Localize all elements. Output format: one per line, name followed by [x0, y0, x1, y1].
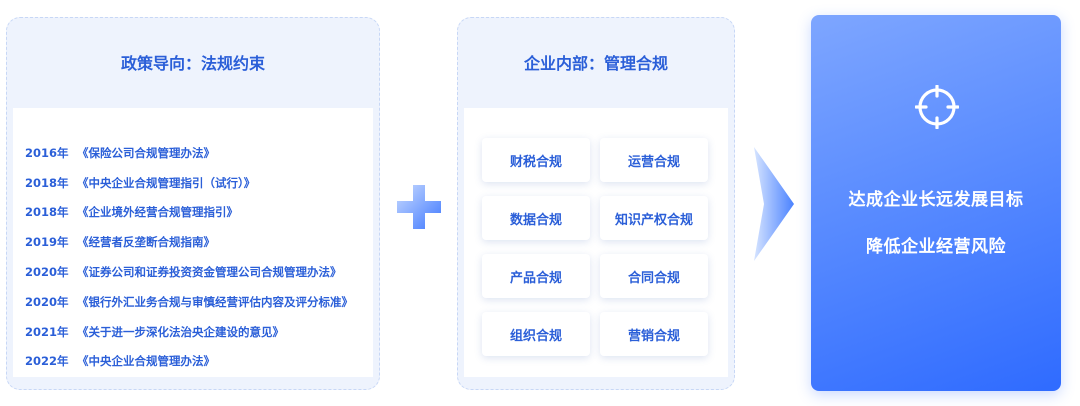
- policy-item: 2021年《关于进一步深化法治央企建设的意见》: [25, 317, 353, 347]
- policy-item: 2018年《企业境外经营合规管理指引》: [25, 198, 353, 228]
- policy-name: 《关于进一步深化法治央企建设的意见》: [77, 324, 284, 339]
- goal-text-secondary: 降低企业经营风险: [866, 237, 1006, 257]
- goal-panel: 达成企业长远发展目标 降低企业经营风险: [811, 15, 1061, 391]
- compliance-tile: 知识产权合规: [600, 196, 708, 240]
- plus-icon: [397, 185, 441, 229]
- policy-item: 2016年《保险公司合规管理办法》: [25, 138, 353, 168]
- policy-year: 2022年: [25, 354, 69, 369]
- policy-item: 2020年《证券公司和证券投资资金管理公司合规管理办法》: [25, 257, 353, 287]
- compliance-tile-grid: 财税合规 运营合规 数据合规 知识产权合规 产品合规 合同合规 组织合规 营销合…: [482, 138, 708, 356]
- policy-year: 2018年: [25, 205, 69, 220]
- policy-item: 2022年《中央企业合规管理办法》: [25, 347, 353, 377]
- policy-year: 2020年: [25, 265, 69, 280]
- compliance-tile: 产品合规: [482, 254, 590, 298]
- chevron-right-icon: [754, 147, 794, 261]
- policy-item: 2019年《经营者反垄断合规指南》: [25, 227, 353, 257]
- compliance-tile: 营销合规: [600, 312, 708, 356]
- policy-year: 2021年: [25, 324, 69, 339]
- policy-year: 2020年: [25, 294, 69, 309]
- policy-name: 《企业境外经营合规管理指引》: [77, 205, 238, 220]
- policy-card: 政策导向：法规约束 2016年《保险公司合规管理办法》 2018年《中央企业合规…: [6, 17, 380, 390]
- goal-text-primary: 达成企业长远发展目标: [848, 190, 1024, 210]
- policy-name: 《银行外汇业务合规与审慎经营评估内容及评分标准》: [77, 294, 353, 309]
- policy-name: 《经营者反垄断合规指南》: [77, 235, 215, 250]
- policy-name: 《保险公司合规管理办法》: [77, 145, 215, 160]
- policy-name: 《中央企业合规管理指引（试行）》: [77, 175, 256, 190]
- internal-tile-panel: 财税合规 运营合规 数据合规 知识产权合规 产品合规 合同合规 组织合规 营销合…: [464, 108, 728, 377]
- target-icon: [915, 85, 959, 129]
- compliance-tile: 运营合规: [600, 138, 708, 182]
- policy-list: 2016年《保险公司合规管理办法》 2018年《中央企业合规管理指引（试行）》 …: [25, 138, 353, 376]
- policy-year: 2016年: [25, 145, 69, 160]
- compliance-tile: 组织合规: [482, 312, 590, 356]
- compliance-tile: 合同合规: [600, 254, 708, 298]
- policy-year: 2019年: [25, 235, 69, 250]
- policy-item: 2020年《银行外汇业务合规与审慎经营评估内容及评分标准》: [25, 287, 353, 317]
- policy-list-panel: 2016年《保险公司合规管理办法》 2018年《中央企业合规管理指引（试行）》 …: [13, 108, 373, 377]
- policy-title: 政策导向：法规约束: [120, 54, 265, 73]
- policy-name: 《证券公司和证券投资资金管理公司合规管理办法》: [77, 265, 342, 280]
- policy-year: 2018年: [25, 175, 69, 190]
- compliance-tile: 财税合规: [482, 138, 590, 182]
- compliance-tile: 数据合规: [482, 196, 590, 240]
- policy-name: 《中央企业合规管理办法》: [77, 354, 215, 369]
- internal-card: 企业内部：管理合规 财税合规 运营合规 数据合规 知识产权合规 产品合规 合同合…: [457, 17, 735, 390]
- policy-item: 2018年《中央企业合规管理指引（试行）》: [25, 168, 353, 198]
- internal-title: 企业内部：管理合规: [523, 54, 668, 73]
